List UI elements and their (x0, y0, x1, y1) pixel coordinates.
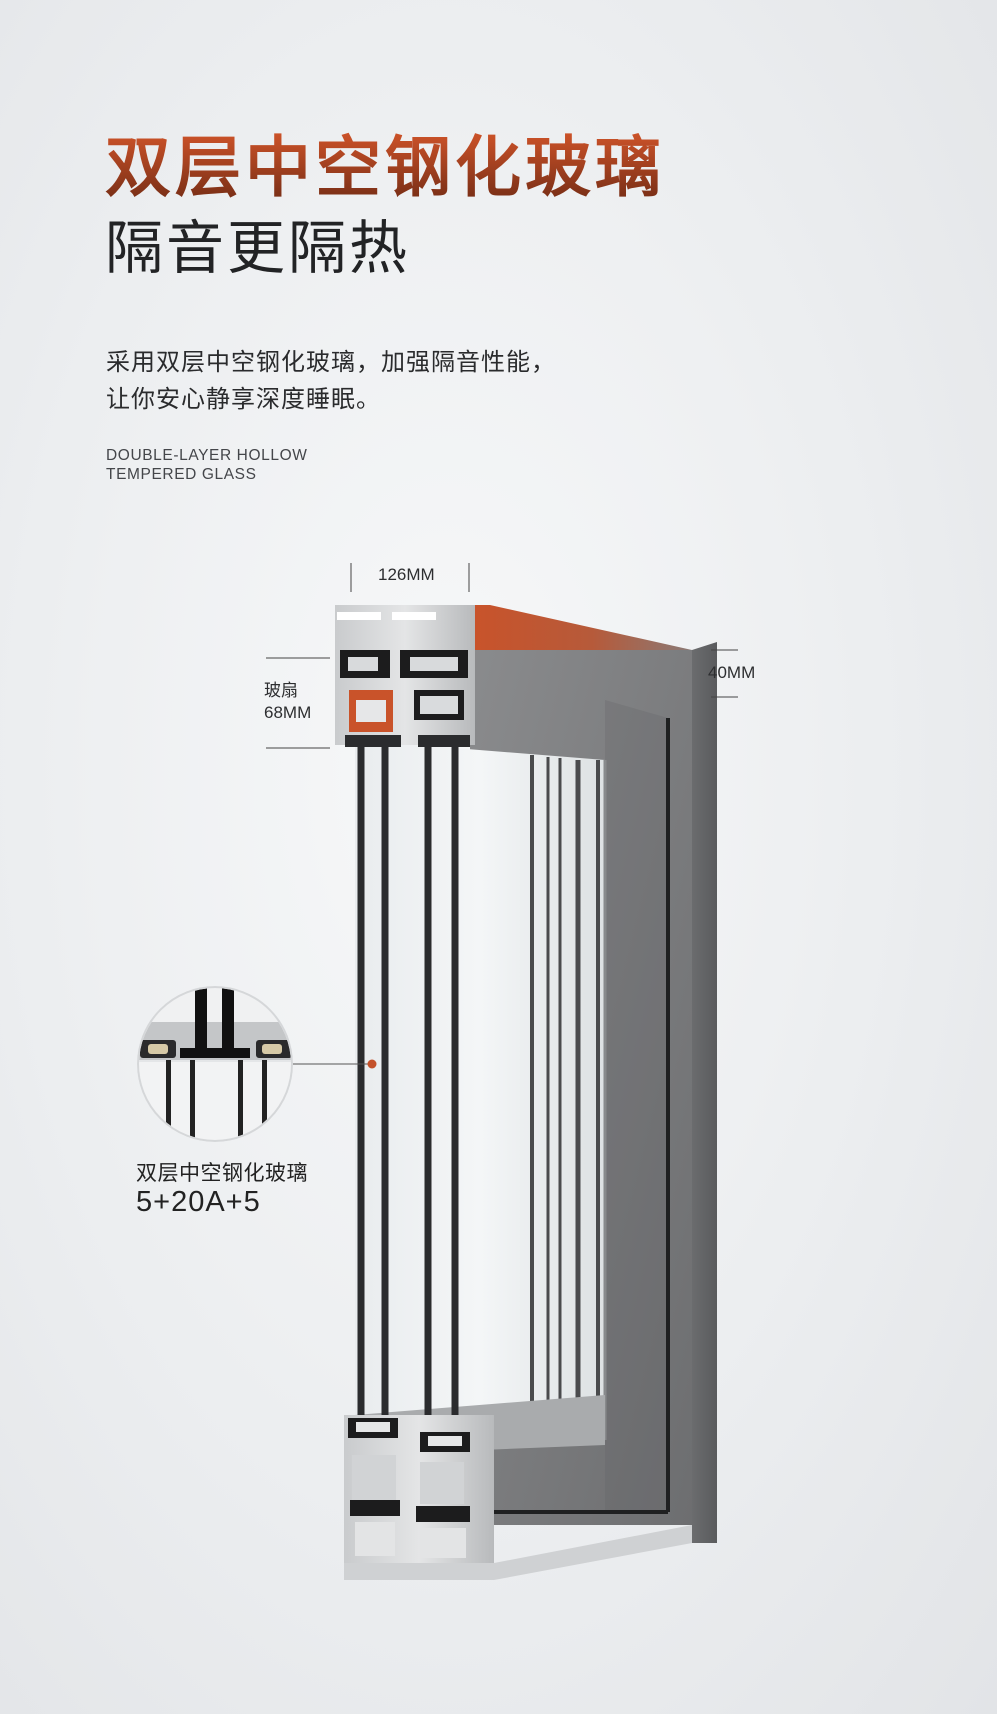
callout-dot-icon (367, 1059, 377, 1069)
english-caption-line-2: TEMPERED GLASS (106, 466, 257, 483)
description-line-2: 让你安心静享深度睡眠。 (106, 385, 381, 413)
english-caption-line-1: DOUBLE-LAYER HOLLOW (106, 447, 308, 464)
depth-dimension-label: 40MM (708, 663, 756, 682)
top-profile-section (335, 605, 475, 747)
glass-edges (357, 741, 459, 1454)
callout-spec: 5+20A+5 (136, 1186, 261, 1218)
width-dimension-label: 126MM (378, 565, 435, 584)
sash-dimension-label: 玻扇 68MM (264, 680, 311, 724)
glazing-beads (530, 755, 600, 1430)
frame-side-face (692, 642, 717, 1543)
sash-name: 玻扇 (264, 681, 298, 700)
glass-pane (355, 740, 605, 1440)
subheadline: 隔音更隔热 (105, 214, 411, 282)
callout-title: 双层中空钢化玻璃 (136, 1161, 308, 1185)
english-caption: DOUBLE-LAYER HOLLOW TEMPERED GLASS (106, 446, 307, 484)
description: 采用双层中空钢化玻璃，加强隔音性能， 让你安心静享深度睡眠。 (106, 344, 556, 418)
bottom-profile-section (344, 1415, 692, 1580)
description-line-1: 采用双层中空钢化玻璃，加强隔音性能， (106, 348, 556, 376)
sash-width: 68MM (264, 703, 312, 722)
headline: 双层中空钢化玻璃 (105, 129, 665, 206)
frame-top-face (470, 605, 692, 650)
callout-magnifier (137, 986, 293, 1142)
